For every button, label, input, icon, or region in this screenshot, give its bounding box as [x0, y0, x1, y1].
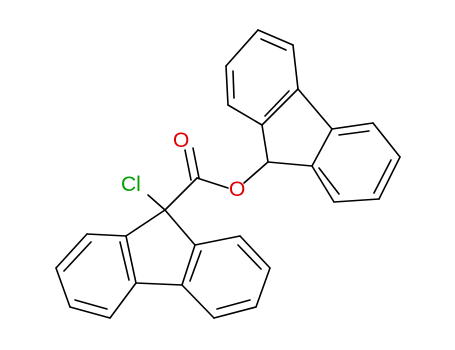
- bond: [69, 306, 111, 319]
- double-bond-inner: [260, 38, 287, 51]
- double-bond-inner: [74, 299, 108, 310]
- bond: [55, 233, 88, 269]
- double-bond-inner: [264, 90, 290, 117]
- bond: [261, 88, 299, 126]
- bond: [267, 161, 313, 167]
- bond: [194, 235, 241, 246]
- bond: [109, 282, 137, 319]
- bond: [333, 198, 380, 203]
- bond: [261, 124, 269, 163]
- bond: [372, 122, 401, 158]
- bond: [227, 104, 263, 126]
- double-bond-inner: [189, 250, 202, 282]
- ester-linkage: [164, 147, 269, 211]
- carbonyl-oxygen-label: O: [173, 129, 189, 152]
- fluorenyl-group: [225, 29, 401, 203]
- double-bond-inner: [237, 244, 262, 270]
- double-bond-inner: [63, 241, 92, 272]
- bond: [86, 233, 127, 237]
- double-bond-inner: [318, 167, 340, 195]
- bond: [331, 122, 374, 130]
- bond: [55, 267, 71, 308]
- double-bond-inner: [216, 299, 251, 310]
- bond: [181, 244, 196, 286]
- bond: [125, 235, 137, 284]
- bond: [135, 282, 183, 286]
- chlorofluorenyl-group: [55, 194, 271, 319]
- bond: [255, 267, 271, 308]
- double-bond-inner: [373, 159, 392, 194]
- bond: [292, 44, 299, 90]
- bond: [213, 306, 257, 319]
- bond: [125, 209, 166, 237]
- bond-c9-o: [243, 161, 269, 184]
- chlorine-atom-label: Cl: [121, 173, 141, 196]
- bond: [311, 128, 333, 167]
- bond: [239, 235, 271, 269]
- carbonyl-double-bond: [184, 149, 192, 181]
- bond: [378, 156, 401, 200]
- bond: [164, 209, 196, 246]
- bond: [257, 29, 294, 46]
- bond: [225, 65, 229, 106]
- carbonyl-double-bond: [192, 147, 200, 179]
- bond: [311, 165, 335, 203]
- double-bond-inner: [119, 241, 130, 281]
- bond: [225, 29, 259, 67]
- bond-c-cl: [147, 194, 166, 211]
- bond-o-carbonyl: [196, 177, 229, 189]
- bond: [181, 284, 215, 319]
- bond: [297, 88, 333, 130]
- bond-carbonyl-c9: [164, 177, 198, 211]
- double-bond-inner: [232, 70, 235, 99]
- double-bond-inner: [338, 130, 370, 136]
- ester-oxygen-label: O: [229, 178, 245, 201]
